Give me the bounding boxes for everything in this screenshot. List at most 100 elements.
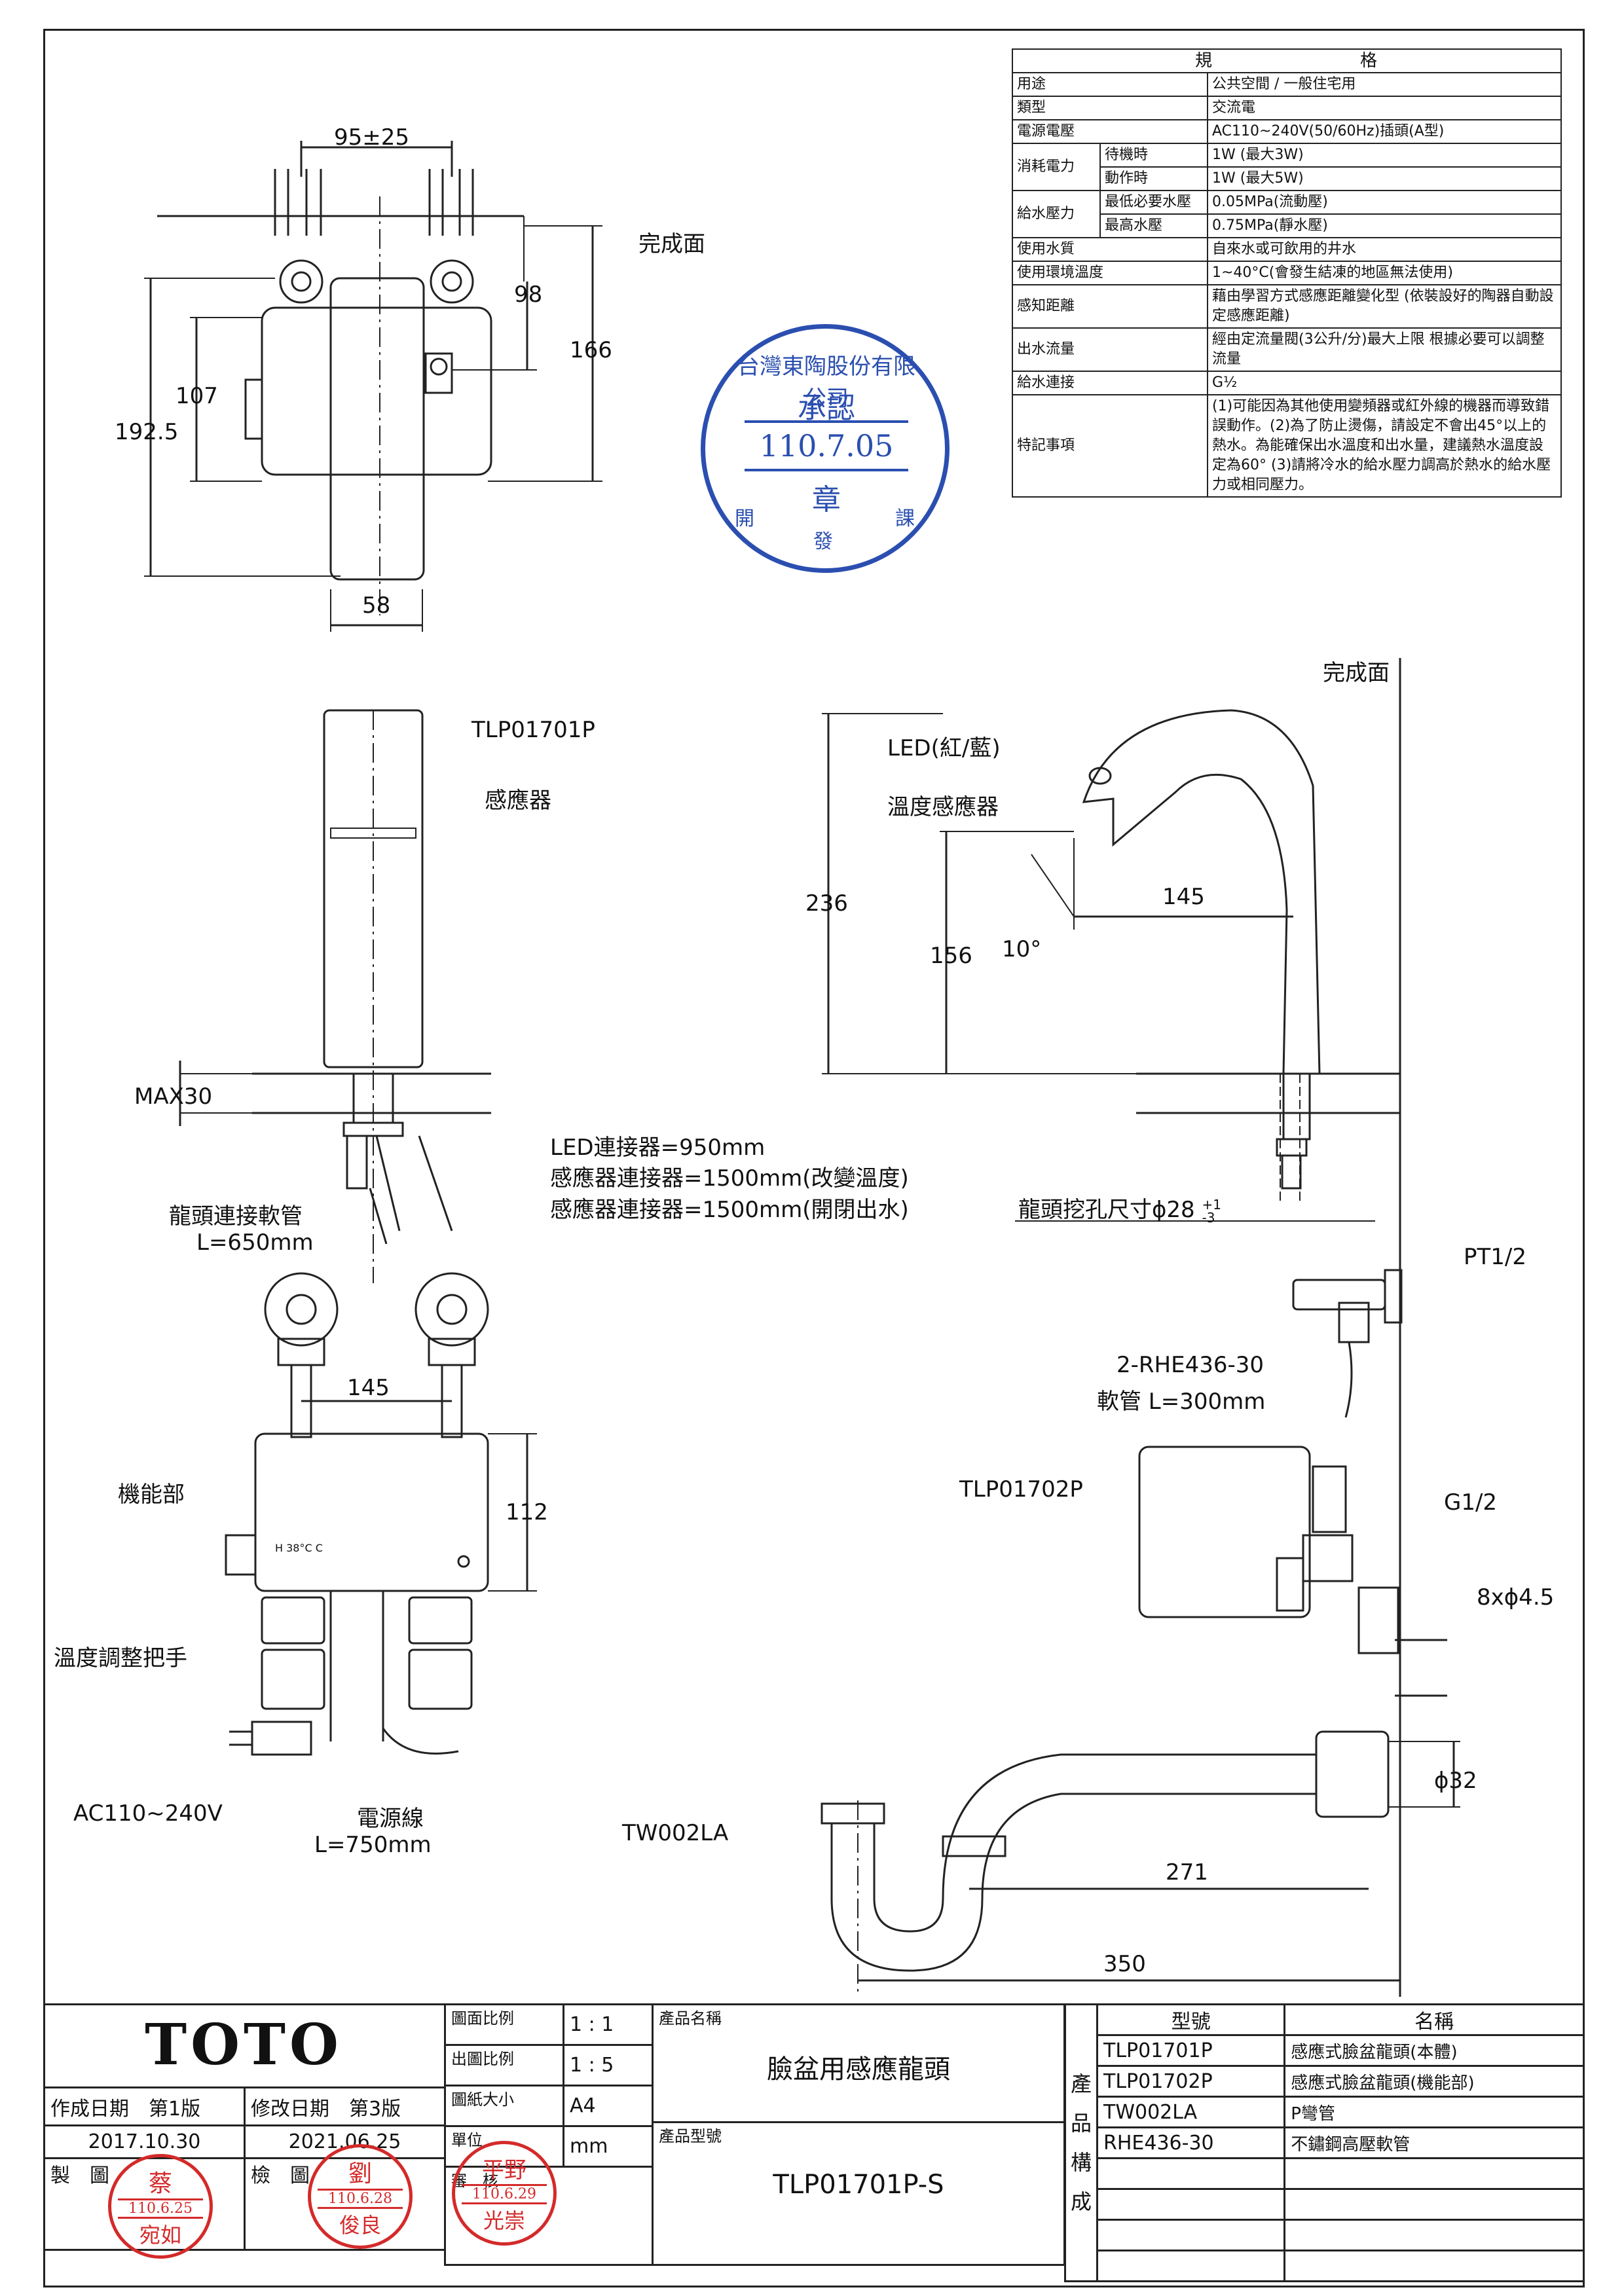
dim-max30: MAX30: [134, 1084, 213, 1110]
stamp-name: 光崇: [483, 2208, 525, 2233]
label-cord-length: L=750mm: [314, 1832, 432, 1858]
red-stamp-approver: 平野 110.6.29 光崇: [452, 2141, 557, 2246]
scale-print: 1 : 5: [563, 2044, 654, 2086]
spec-value: 1~40°C(會發生結凍的地區無法使用): [1207, 261, 1562, 285]
stamp-approved: 承認: [798, 392, 855, 425]
spec-sub: 待機時: [1099, 143, 1208, 168]
edition-1: 第1版: [149, 2097, 201, 2121]
red-stamp-checker: 劉 110.6.28 俊良: [308, 2144, 413, 2249]
col-name: 名稱: [1283, 2003, 1585, 2036]
stamp-top: 蔡: [148, 2170, 172, 2197]
scale-drawing: 1 : 1: [563, 2003, 654, 2046]
scale-print-label: 出圖比例: [443, 2044, 565, 2086]
label-hose-length: L=650mm: [196, 1230, 314, 1256]
product-name: 臉盆用感應龍頭: [767, 2054, 950, 2085]
product-model-label: 產品型號: [659, 2127, 722, 2145]
label-temp-sensor: 溫度感應器: [887, 794, 999, 820]
label-ac-voltage: AC110~240V: [73, 1800, 223, 1827]
spec-key: 感知距離: [1012, 284, 1208, 329]
part-name: P彎管: [1283, 2096, 1585, 2128]
part-model: TLP01702P: [1096, 2065, 1286, 2098]
stamp-top: 劉: [348, 2160, 372, 2187]
label-hose: 龍頭連接軟管: [169, 1203, 303, 1230]
created-label-text: 作成日期: [50, 2097, 129, 2121]
dim-58: 58: [362, 592, 391, 619]
stamp-top: 平野: [482, 2157, 526, 2183]
dim-107: 107: [175, 383, 218, 409]
spec-key: 出水流量: [1012, 327, 1208, 372]
label-power-cord: 電源線: [357, 1806, 424, 1832]
edition-3: 第3版: [349, 2097, 401, 2121]
part-model-empty: [1096, 2157, 1286, 2190]
toto-logo: TOTO: [43, 2003, 446, 2088]
dim-350: 350: [1103, 1951, 1146, 1977]
part-name-empty: [1283, 2157, 1585, 2190]
red-stamp-drafter: 蔡 110.6.25 宛如: [108, 2154, 213, 2259]
stamp-dept-3: 課: [895, 507, 915, 530]
spec-value: G½: [1207, 371, 1562, 395]
composition-label: 產品構成: [1064, 2003, 1098, 2282]
label-hole-size: 龍頭挖孔尺寸ϕ28 +1 -3: [1018, 1192, 1221, 1224]
label-pt12: PT1/2: [1464, 1244, 1526, 1270]
label-sensor-connector-2: 感應器連接器=1500mm(開閉出水): [550, 1197, 909, 1223]
spec-header: 規 格: [1012, 48, 1562, 73]
part-model-empty: [1096, 2219, 1286, 2251]
hot-cold-mark: H 38°C C: [275, 1542, 323, 1554]
spec-value: 交流電: [1207, 96, 1562, 120]
dim-98: 98: [514, 282, 543, 308]
stamp-seal: 章: [812, 483, 841, 517]
spec-sub: 動作時: [1099, 166, 1208, 191]
control-unit-front: [225, 1272, 537, 1756]
spec-key: 使用水質: [1012, 237, 1208, 262]
stamp-dept-2: 發: [813, 530, 833, 553]
hole-tol-plus: +1: [1202, 1196, 1221, 1212]
stamp-date: 110.6.25: [118, 2198, 203, 2219]
dim-145-side: 145: [1162, 884, 1205, 910]
spec-value: 1W (最大5W): [1207, 166, 1562, 191]
dim-166: 166: [570, 337, 612, 363]
dim-145-unit: 145: [347, 1375, 390, 1401]
label-sensor: 感應器: [485, 788, 551, 814]
stamp-ring-text: 台灣東陶股份有限公司: [737, 354, 915, 412]
hole-size-text: 龍頭挖孔尺寸ϕ28: [1018, 1197, 1195, 1223]
label-rhe436: 2-RHE436-30: [1116, 1352, 1264, 1378]
dim-156: 156: [930, 943, 972, 969]
part-model-empty: [1096, 2250, 1286, 2282]
paper-size: A4: [563, 2085, 654, 2127]
stamp-name: 宛如: [139, 2222, 181, 2248]
product-model: TLP01701P-S: [773, 2170, 944, 2200]
spec-value: 0.75MPa(靜水壓): [1207, 213, 1562, 238]
label-temp-handle: 溫度調整把手: [54, 1645, 187, 1671]
drawing-frame: [43, 29, 1585, 2287]
wall-unit-side-view: [1138, 1269, 1447, 1697]
approval-stamp: 台灣東陶股份有限公司 承認 110.7.05 章 開 發 課: [701, 324, 950, 573]
label-rhe-length: 軟管 L=300mm: [1097, 1389, 1266, 1415]
label-g12: G1/2: [1444, 1489, 1498, 1516]
label-screws: 8xϕ4.5: [1477, 1584, 1555, 1611]
spec-value: 自來水或可飲用的井水: [1207, 237, 1562, 262]
label-function-unit: 機能部: [118, 1482, 185, 1508]
spec-sub: 最高水壓: [1099, 213, 1208, 238]
label-tw002la: TW002LA: [622, 1820, 729, 1846]
col-model: 型號: [1096, 2003, 1286, 2036]
created-label: 作成日期 第1版: [43, 2086, 246, 2126]
finish-surface-label-2: 完成面: [1323, 660, 1390, 686]
spec-value: 0.05MPa(流動壓): [1207, 190, 1562, 215]
spec-value: 經由定流量閥(3公升/分)最大上限 根據必要可以調整流量: [1207, 327, 1562, 372]
p-trap-drawing: [821, 1730, 1460, 1997]
part-model: TW002LA: [1096, 2096, 1286, 2128]
unit: mm: [563, 2125, 654, 2168]
part-name: 不鏽鋼高壓軟管: [1283, 2126, 1585, 2159]
top-view-unit: [144, 141, 602, 632]
stamp-date: 110.6.28: [318, 2188, 403, 2209]
hole-tol-minus: -3: [1202, 1209, 1215, 1226]
spec-value: (1)可能因為其他使用變頻器或紅外線的機器而導致錯誤動作。(2)為了防止燙傷，請…: [1207, 394, 1562, 498]
label-led-connector: LED連接器=950mm: [550, 1135, 766, 1161]
product-name-label: 產品名稱: [659, 2009, 722, 2028]
product-model-cell: 產品型號 TLP01701P-S: [652, 2121, 1065, 2266]
product-table: 產品名稱 臉盆用感應龍頭 產品型號 TLP01701P-S: [652, 2003, 1065, 2266]
label-tlp01701p: TLP01701P: [471, 717, 595, 743]
created-date: 2017.10.30: [43, 2124, 246, 2159]
stamp-date: 110.6.29: [462, 2184, 547, 2204]
